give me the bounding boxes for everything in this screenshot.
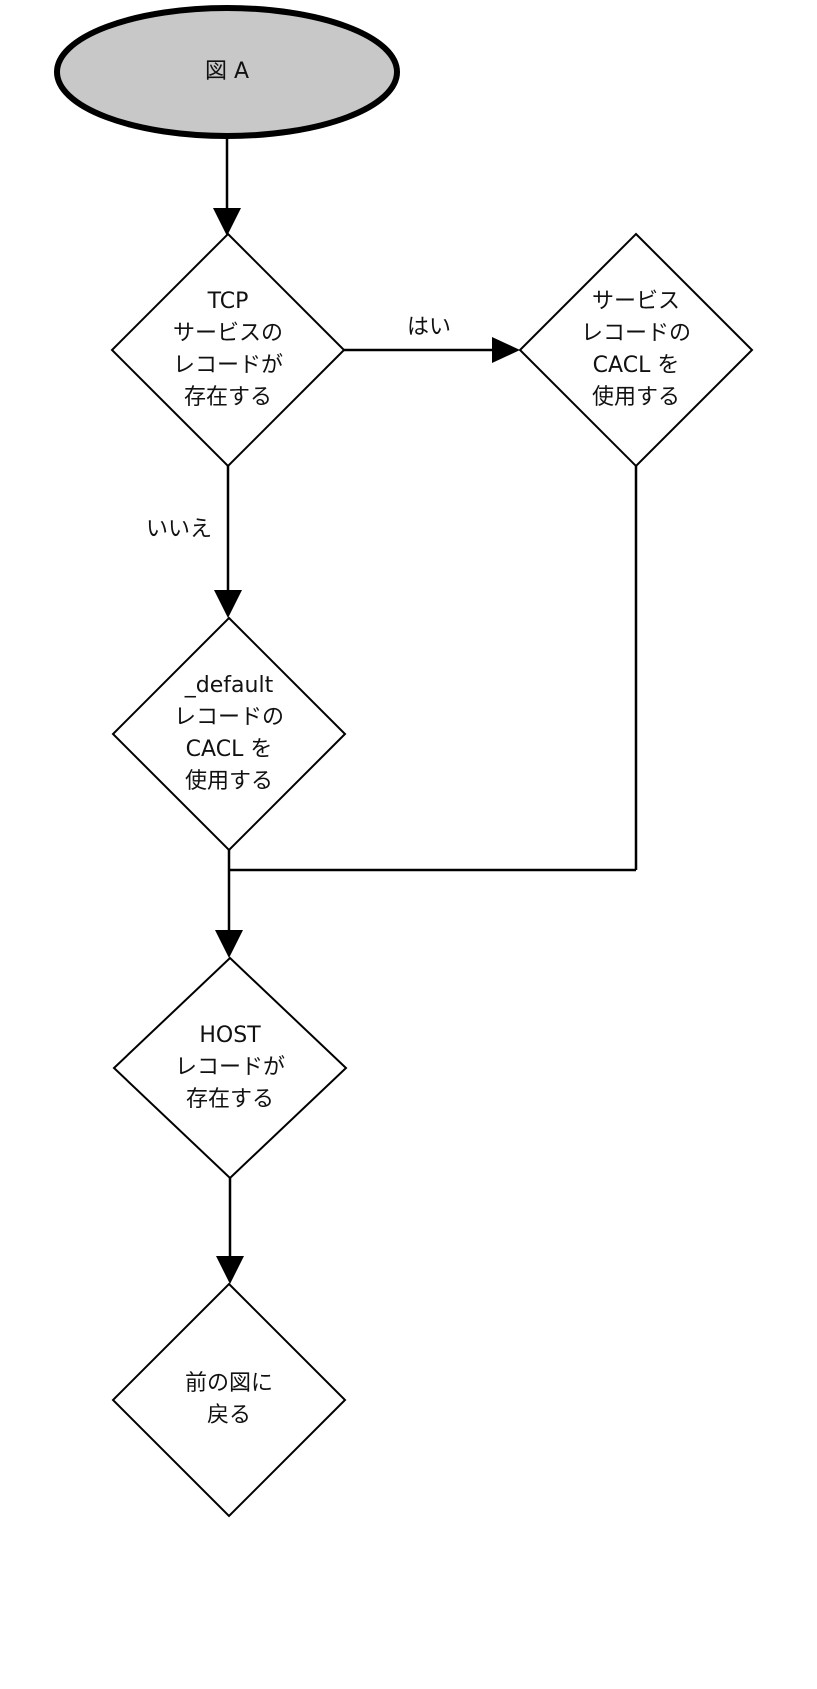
service-label-line-3: CACL を xyxy=(592,353,680,378)
tcp-exists-label: TCP サービスの レコードが 存在する xyxy=(173,286,283,414)
arrowhead-no xyxy=(214,590,242,618)
no-edge-label: いいえ xyxy=(146,517,213,542)
use-service-cacl-label: サービス レコードの CACL を 使用する xyxy=(581,286,691,414)
start-node-label: 図 A xyxy=(205,56,249,88)
arrowhead-to-host xyxy=(215,930,243,958)
use-default-cacl-label: _default レコードの CACL を 使用する xyxy=(174,670,284,798)
return-label-line-2: 戻る xyxy=(206,1403,252,1428)
arrowhead-yes xyxy=(492,337,520,363)
default-label-line-4: 使用する xyxy=(184,769,274,794)
arrowhead-to-return xyxy=(216,1256,244,1284)
return-prev-label: 前の図に 戻る xyxy=(185,1368,273,1432)
default-label-line-2: レコードの xyxy=(173,705,285,730)
host-label-line-2: レコードが xyxy=(174,1055,286,1080)
yes-edge-label: はい xyxy=(407,315,452,340)
start-label-line: 図 A xyxy=(204,59,250,84)
arrowhead-start-to-tcp xyxy=(213,208,241,236)
default-label-line-1: _default xyxy=(184,673,274,698)
host-label-line-3: 存在する xyxy=(185,1087,275,1112)
host-exists-label: HOST レコードが 存在する xyxy=(175,1020,285,1116)
return-label-line-1: 前の図に xyxy=(184,1371,274,1396)
service-label-line-2: レコードの xyxy=(580,321,692,346)
tcp-label-line-4: 存在する xyxy=(183,385,273,410)
tcp-label-line-1: TCP xyxy=(207,289,249,314)
tcp-label-line-3: レコードが xyxy=(172,353,284,378)
return-prev-shape xyxy=(111,1282,347,1518)
host-label-line-1: HOST xyxy=(199,1023,261,1048)
tcp-label-line-2: サービスの xyxy=(172,321,284,346)
service-label-line-1: サービス xyxy=(591,289,681,314)
service-label-line-4: 使用する xyxy=(591,385,681,410)
default-label-line-3: CACL を xyxy=(185,737,273,762)
